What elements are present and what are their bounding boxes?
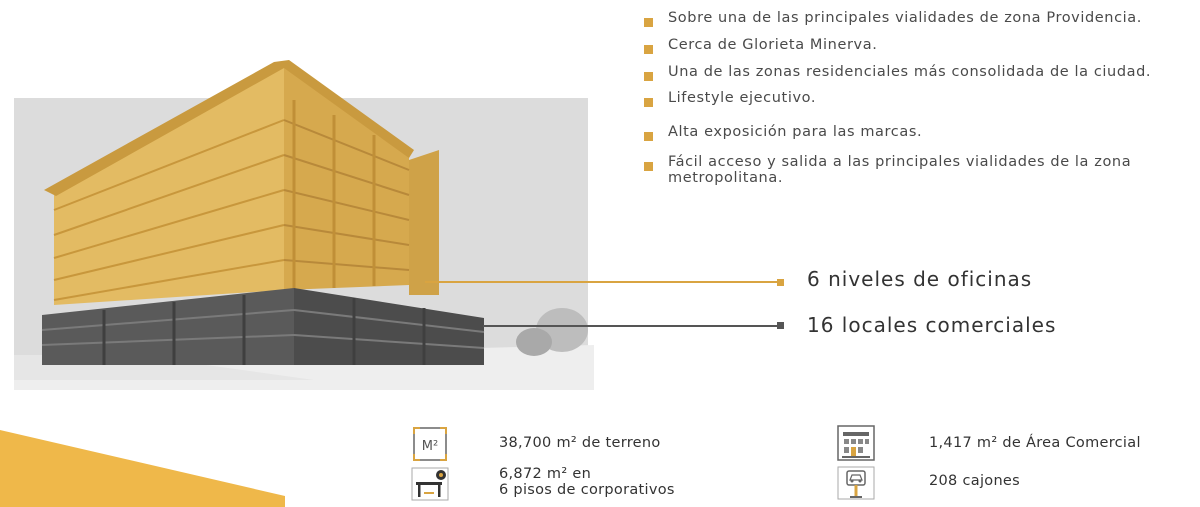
feature-item: Lifestyle ejecutivo. — [644, 90, 1184, 107]
feature-text: Cerca de Glorieta Minerva. — [668, 37, 878, 53]
offices-callout-line — [425, 281, 780, 283]
corporate-area-stat: 6,872 m² en 6 pisos de corporativos — [499, 466, 675, 498]
storefront-icon — [836, 424, 875, 461]
offices-callout-marker — [777, 279, 784, 286]
building-rendering — [14, 60, 594, 390]
retail-callout-marker — [777, 322, 784, 329]
bullet-square-icon — [644, 18, 653, 27]
bullet-square-icon — [644, 72, 653, 81]
feature-text: Lifestyle ejecutivo. — [668, 90, 817, 106]
bullet-square-icon — [644, 98, 653, 107]
feature-text: Fácil acceso y salida a las principales … — [668, 154, 1132, 186]
land-area-stat: 38,700 m² de terreno — [499, 435, 661, 451]
retail-callout-line — [483, 325, 780, 327]
commercial-area-stat: 1,417 m² de Área Comercial — [929, 435, 1141, 451]
feature-text: Alta exposición para las marcas. — [668, 124, 923, 140]
feature-item: Sobre una de las principales vialidades … — [644, 10, 1184, 27]
feature-item: Alta exposición para las marcas. — [644, 124, 1184, 141]
retail-callout-label: 16 locales comerciales — [807, 313, 1057, 337]
feature-item: Fácil acceso y salida a las principales … — [644, 154, 1184, 186]
m2-area-icon: M² — [412, 426, 448, 462]
feature-list: Sobre una de las principales vialidades … — [644, 6, 1184, 186]
bullet-square-icon — [644, 162, 653, 171]
bullet-square-icon — [644, 45, 653, 54]
feature-item: Una de las zonas residenciales más conso… — [644, 64, 1184, 81]
accent-triangle-decoration — [0, 430, 285, 507]
parking-car-icon — [836, 465, 875, 501]
parking-stat: 208 cajones — [929, 473, 1021, 489]
m2-icon-text: M² — [422, 439, 438, 454]
corporate-area-line1: 6,872 m² en — [499, 466, 592, 482]
feature-item: Cerca de Glorieta Minerva. — [644, 37, 1184, 54]
offices-callout-label: 6 niveles de oficinas — [807, 267, 1033, 291]
feature-text: Una de las zonas residenciales más conso… — [668, 64, 1152, 80]
corporate-area-line2: 6 pisos de corporativos — [499, 482, 675, 498]
bullet-square-icon — [644, 132, 653, 141]
feature-text: Sobre una de las principales vialidades … — [668, 10, 1142, 26]
office-desk-icon — [410, 466, 449, 502]
